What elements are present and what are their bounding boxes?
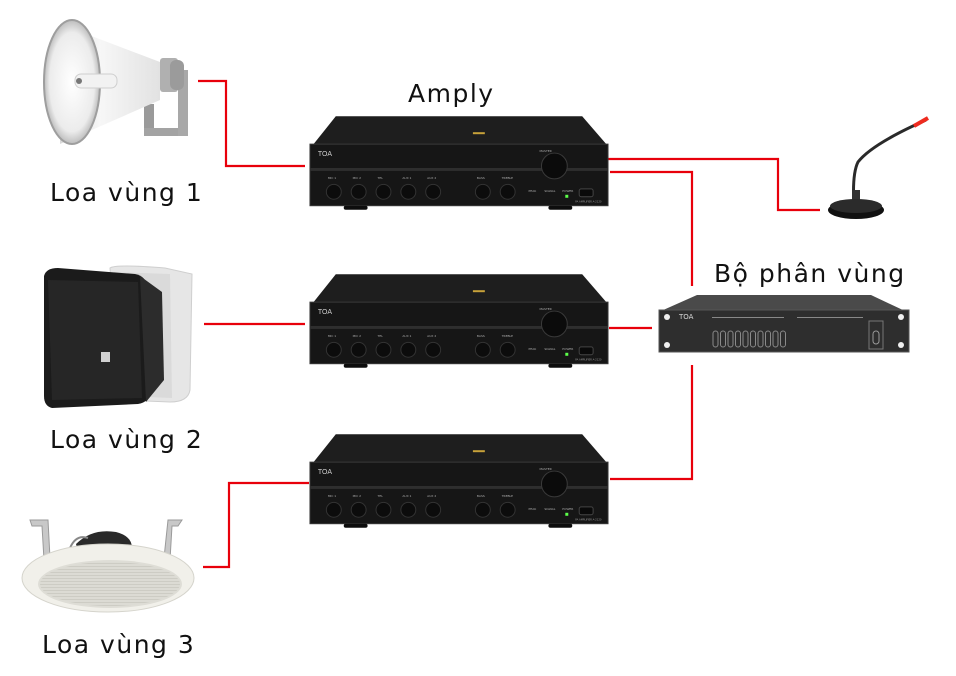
tone-label: BASS — [477, 494, 485, 498]
box-speakers — [44, 265, 193, 408]
zone-select-button-2 — [720, 330, 726, 348]
indicator-label: PEAK — [529, 347, 538, 351]
zone-selector-device: TOA — [655, 293, 913, 355]
input-label: AUX 2 — [427, 494, 436, 498]
tone-label: TREBLE — [501, 176, 513, 180]
wire-zone1-to-amp1 — [198, 79, 305, 168]
input-label: AUX 2 — [427, 334, 436, 338]
indicator-label: SIGNAL — [544, 347, 555, 351]
zone-selector-brand: TOA — [679, 313, 694, 321]
zone-select-button-7 — [757, 330, 764, 348]
model-text: PA AMPLIFIER A-2120 — [575, 518, 602, 522]
tone-label: BASS — [477, 176, 485, 180]
input-label: MIC 1 — [328, 494, 336, 498]
master-label: MASTER — [539, 149, 551, 153]
wire-amp3-to-zone-selector — [610, 365, 694, 481]
input-label: TEL — [377, 494, 384, 498]
zone-select-button-5 — [742, 330, 749, 348]
wire-zone3-to-amp3 — [203, 481, 309, 569]
input-label: MIC 1 — [328, 176, 336, 180]
indicator-label: SIGNAL — [544, 189, 555, 193]
input-label: MIC 1 — [328, 334, 336, 338]
input-label: TEL — [377, 176, 384, 180]
input-label: MIC 2 — [353, 494, 361, 498]
tone-label: BASS — [477, 334, 485, 338]
label-zone2: Loa vùng 2 — [50, 425, 204, 454]
tone-label: TREBLE — [501, 494, 513, 498]
indicator-label: POWER — [562, 507, 573, 511]
indicator-label: SIGNAL — [544, 507, 555, 511]
tone-label: TREBLE — [501, 334, 513, 338]
indicator-label: PEAK — [529, 507, 538, 511]
zone-select-button-8 — [765, 330, 771, 348]
input-label: AUX 1 — [402, 494, 411, 498]
wire-amp1-to-microphone — [607, 157, 820, 212]
label-amply: Amply — [408, 79, 495, 108]
label-zone1: Loa vùng 1 — [50, 178, 204, 207]
input-label: MIC 2 — [353, 176, 361, 180]
label-zone-selector: Bộ phân vùng — [714, 259, 906, 288]
zone-select-button-10 — [780, 330, 786, 348]
master-label: MASTER — [539, 467, 551, 471]
zone-select-button-9 — [772, 330, 779, 348]
amplifier-3: TOA MIC 1 MIC 2 TEL AUX 1 AUX 2 BASS TREBLE MAST… — [309, 434, 609, 528]
horn-speaker — [43, 19, 188, 145]
zone-select-button-1 — [712, 330, 719, 348]
amplifier-brand: TOA — [318, 469, 333, 476]
wire-amp1-to-zone-selector — [610, 170, 694, 286]
zone-select-button-4 — [735, 330, 741, 348]
indicator-label: POWER — [562, 347, 573, 351]
indicator-label: PEAK — [529, 189, 538, 193]
input-label: AUX 2 — [427, 176, 436, 180]
model-text: PA AMPLIFIER A-2120 — [575, 200, 602, 204]
label-zone3: Loa vùng 3 — [42, 630, 196, 659]
zone-select-button-3 — [727, 330, 734, 348]
amplifier-brand: TOA — [318, 151, 333, 158]
master-label: MASTER — [539, 307, 551, 311]
input-label: MIC 2 — [353, 334, 361, 338]
zone-select-button-6 — [750, 330, 756, 348]
input-label: AUX 1 — [402, 176, 411, 180]
input-label: TEL — [377, 334, 384, 338]
amplifier-2: TOA MIC 1 MIC 2 TEL AUX 1 AUX 2 BASS TREBLE MAST… — [309, 274, 609, 368]
indicator-label: POWER — [562, 189, 573, 193]
amplifier-brand: TOA — [318, 309, 333, 316]
ceiling-speaker — [21, 519, 195, 613]
input-label: AUX 1 — [402, 334, 411, 338]
gooseneck-microphone — [828, 116, 929, 219]
model-text: PA AMPLIFIER A-2120 — [575, 358, 602, 362]
amplifier-1: TOA MIC 1 MIC 2 TEL AUX 1 AUX 2 BASS TREBLE MAST… — [309, 116, 609, 210]
